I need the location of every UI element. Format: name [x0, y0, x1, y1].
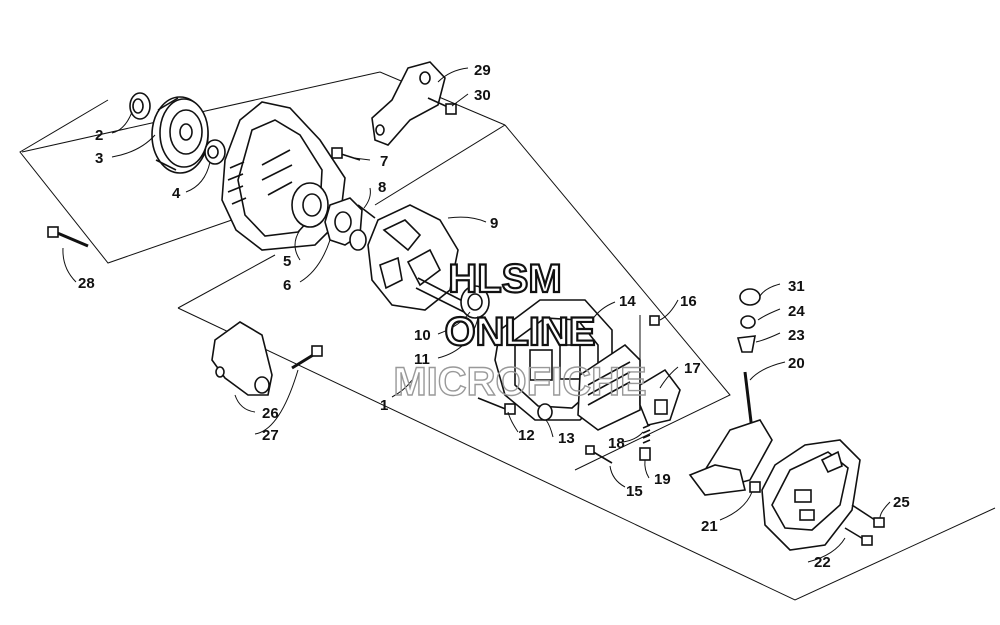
callout-11: 11	[414, 351, 430, 368]
callout-labels: 1 2 3 4 5 6 7 8 9 10 11 12 13 14 15 16 1…	[78, 62, 910, 571]
callout-10: 10	[414, 327, 431, 344]
terminal-nuts	[736, 288, 761, 353]
callout-23: 23	[788, 327, 805, 344]
callout-15: 15	[626, 483, 643, 500]
callout-25: 25	[893, 494, 910, 511]
leader-lines	[62, 67, 891, 563]
bolt-12	[477, 397, 516, 415]
watermark-line-3: MICROFICHE	[393, 360, 646, 404]
callout-17: 17	[684, 360, 701, 377]
lower-bracket	[211, 321, 273, 396]
callout-3: 3	[95, 150, 103, 167]
callout-8: 8	[378, 179, 386, 196]
upper-bracket	[371, 61, 446, 146]
callout-22: 22	[814, 554, 831, 571]
callout-30: 30	[474, 87, 491, 104]
rear-bearing	[460, 285, 490, 319]
callout-7: 7	[380, 153, 388, 170]
screw-21	[749, 481, 761, 493]
callout-18: 18	[608, 435, 625, 452]
parts	[47, 61, 885, 551]
watermark-line-2: ONLINE	[444, 310, 595, 354]
brush-spring	[639, 424, 651, 461]
rotor	[349, 204, 481, 319]
callout-6: 6	[283, 277, 291, 294]
callout-28: 28	[78, 275, 95, 292]
callout-31: 31	[788, 278, 805, 295]
callout-5: 5	[283, 253, 291, 270]
callout-21: 21	[701, 518, 718, 535]
callout-29: 29	[474, 62, 491, 79]
callout-2: 2	[95, 127, 103, 144]
terminal-bolt	[688, 371, 773, 496]
rear-cover	[761, 439, 861, 551]
nut-13	[537, 403, 553, 421]
bolt-30	[427, 97, 457, 115]
assembly-outline	[19, 71, 996, 601]
callout-9: 9	[490, 215, 498, 232]
screw-15	[585, 445, 613, 464]
spacer-washer	[204, 139, 226, 165]
screw-7	[331, 147, 361, 161]
regulator	[577, 343, 681, 431]
bolt-27	[291, 345, 323, 370]
watermark: HLSM ONLINE MICROFICHE	[393, 256, 648, 405]
cover-screws	[844, 504, 885, 546]
callout-24: 24	[788, 303, 805, 320]
bolt-28	[47, 226, 89, 248]
pulley-nut	[129, 92, 151, 120]
callout-4: 4	[172, 185, 181, 202]
callout-27: 27	[262, 427, 279, 444]
callout-16: 16	[680, 293, 697, 310]
callout-13: 13	[558, 430, 575, 447]
pulley	[151, 96, 209, 174]
callout-26: 26	[262, 405, 279, 422]
callout-12: 12	[518, 427, 535, 444]
callout-20: 20	[788, 355, 805, 372]
callout-19: 19	[654, 471, 671, 488]
watermark-line-1: HLSM	[448, 257, 561, 301]
front-housing	[221, 101, 346, 251]
screw-16	[649, 315, 660, 326]
screw-8	[357, 204, 376, 219]
callout-1: 1	[380, 397, 388, 414]
callout-14: 14	[619, 293, 636, 310]
